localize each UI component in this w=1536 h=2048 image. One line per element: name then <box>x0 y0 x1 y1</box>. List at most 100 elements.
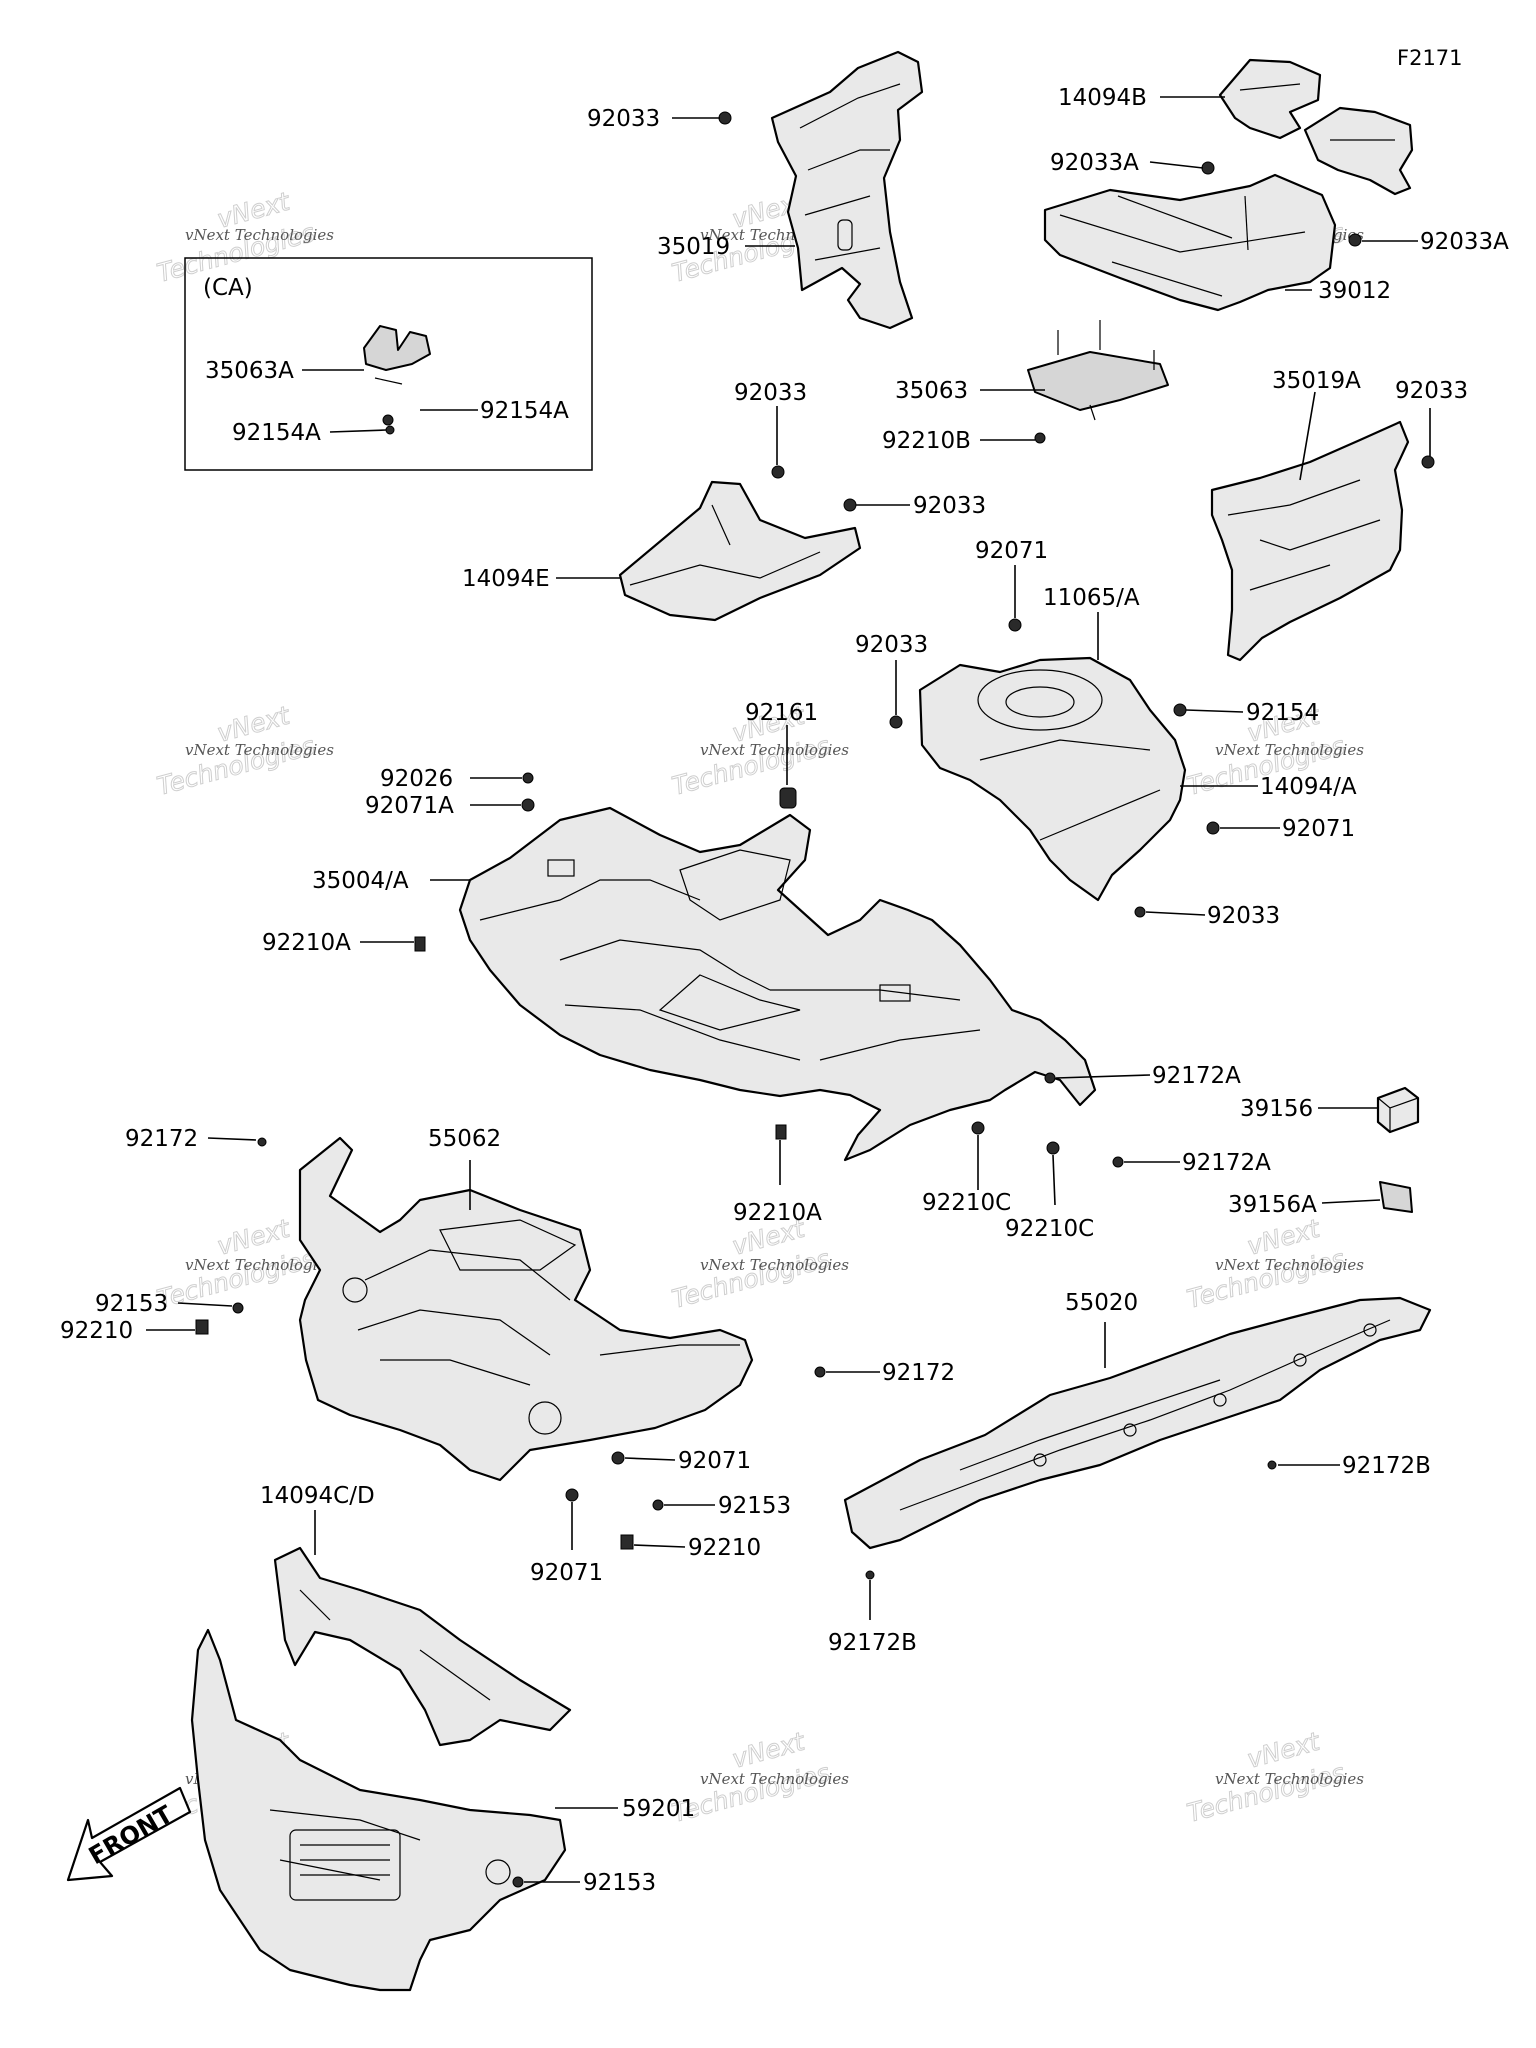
part-label: 59201 <box>622 1796 695 1822</box>
part-label: 39156 <box>1240 1096 1313 1122</box>
watermark-low-mid: Technologies vNext vNext Technologies <box>669 1213 850 1314</box>
part-label: 92172 <box>125 1126 198 1152</box>
part-label: 14094C/D <box>260 1483 375 1509</box>
part-39156a-pad <box>1379 1181 1413 1213</box>
part-label: 35063 <box>895 378 968 404</box>
part-label: 55062 <box>428 1126 501 1152</box>
part-label: 92210 <box>60 1318 133 1344</box>
part-label: 92172A <box>1152 1063 1241 1089</box>
fastener-92153-low <box>652 1499 664 1511</box>
part-14094e-cover <box>618 480 862 622</box>
part-label: 14094B <box>1058 85 1147 111</box>
watermark-text: vNext Technologies <box>185 226 334 244</box>
fastener-92172a <box>1044 1072 1056 1084</box>
ca-variant-box <box>184 257 593 471</box>
part-label: 92161 <box>745 700 818 726</box>
fastener-92071a <box>521 798 535 812</box>
part-label: 92033A <box>1420 229 1509 255</box>
fastener-92026 <box>522 772 534 784</box>
part-label: 92026 <box>380 766 453 792</box>
part-label: 92033 <box>913 493 986 519</box>
part-35004a-fender <box>458 806 1097 1162</box>
fastener-92172a-2 <box>1112 1156 1124 1168</box>
part-label: 92172 <box>882 1360 955 1386</box>
part-label: 35019 <box>657 234 730 260</box>
fastener-92071-low2 <box>565 1488 579 1502</box>
fastener-92172 <box>257 1137 267 1147</box>
watermark-bottom-mid: Technologies vNext vNext Technologies <box>669 1726 850 1828</box>
part-label: 92033 <box>1395 378 1468 404</box>
part-label: 92153 <box>718 1493 791 1519</box>
watermark-text: vNext Technologies <box>185 741 334 759</box>
part-39012-tray <box>1043 173 1337 312</box>
part-label: 14094E <box>462 566 550 592</box>
watermark-text: vNext Technologies <box>1215 741 1364 759</box>
part-label: 92172B <box>828 1630 917 1656</box>
watermark-text: vNext Technologies <box>185 1256 334 1274</box>
part-label: 92033 <box>1207 903 1280 929</box>
fastener-92210a <box>414 936 426 952</box>
part-label: 92071 <box>975 538 1048 564</box>
fastener-92033-low <box>1134 906 1146 918</box>
part-label: 92210C <box>1005 1216 1094 1242</box>
fastener-92071-low <box>611 1451 625 1465</box>
fastener-92161 <box>779 787 797 809</box>
part-label: 92033 <box>855 632 928 658</box>
part-35063-bracket <box>1027 320 1169 421</box>
part-label: 92033 <box>734 380 807 406</box>
figure-id: F2171 <box>1397 46 1463 70</box>
part-label: 92210B <box>882 428 971 454</box>
part-11065a-cover <box>918 656 1187 902</box>
part-label: 92154 <box>1246 700 1319 726</box>
watermark-text: vNext Technologies <box>1215 1256 1364 1274</box>
part-label: 11065/A <box>1043 585 1140 611</box>
part-35063a-bracket <box>363 325 431 385</box>
part-label: 92210C <box>922 1190 1011 1216</box>
fastener-92033-far-right <box>1421 455 1435 469</box>
leader-lines <box>146 96 1431 1883</box>
part-59201-guard <box>190 1628 567 1992</box>
watermark-text: vNext Technologies <box>1215 1770 1364 1788</box>
part-label: 35019A <box>1272 368 1361 394</box>
part-label: 92154A <box>480 398 569 424</box>
part-35019-duct <box>770 50 924 330</box>
part-label: 39012 <box>1318 278 1391 304</box>
part-label: 92154A <box>232 420 321 446</box>
fastener-92172b <box>1267 1460 1277 1470</box>
part-label: 35004/A <box>312 868 409 894</box>
fastener-92153 <box>232 1302 244 1314</box>
part-35019a-duct <box>1210 420 1410 662</box>
part-14094cd-trim <box>273 1546 572 1747</box>
fastener-92071-right <box>1206 821 1220 835</box>
part-label: 35063A <box>205 358 294 384</box>
fastener-92153-bottom <box>512 1876 524 1888</box>
fastener-92210b <box>1034 432 1046 444</box>
fastener-92033-center <box>889 715 903 729</box>
part-label: 92033A <box>1050 150 1139 176</box>
fastener-92033a <box>1201 161 1215 175</box>
part-label: 39156A <box>1228 1192 1317 1218</box>
watermark-low-right: Technologies vNext vNext Technologies <box>1184 1213 1365 1314</box>
part-label: 92071A <box>365 793 454 819</box>
watermark-top-left: Technologies vNext vNext Technologies <box>154 186 335 288</box>
watermark-bottom-right: Technologies vNext vNext Technologies <box>1184 1726 1365 1828</box>
watermark-text: vNext Technologies <box>700 741 849 759</box>
part-label: 92033 <box>587 106 660 132</box>
part-39156-block <box>1376 1086 1420 1134</box>
fastener-92210c-2 <box>1046 1141 1060 1155</box>
fastener-92210 <box>195 1319 209 1335</box>
part-label: 92153 <box>583 1870 656 1896</box>
front-direction-arrow: FRONT <box>66 1786 192 1882</box>
fastener-92154 <box>1173 703 1187 717</box>
watermark-text: vNext Technologies <box>700 1256 849 1274</box>
fastener-92033a-right <box>1348 233 1362 247</box>
part-label: 92210A <box>733 1200 822 1226</box>
fastener-92172b-low <box>865 1570 875 1580</box>
watermark-text: vNext Technologies <box>700 1770 849 1788</box>
fastener-92071 <box>1008 618 1022 632</box>
fastener-92210a-2 <box>775 1124 787 1140</box>
ca-variant-label: (CA) <box>203 275 253 301</box>
part-label: 92210A <box>262 930 351 956</box>
watermark-mid-left: Technologies vNext vNext Technologies <box>154 700 335 801</box>
part-55062-bumper <box>298 1136 754 1482</box>
